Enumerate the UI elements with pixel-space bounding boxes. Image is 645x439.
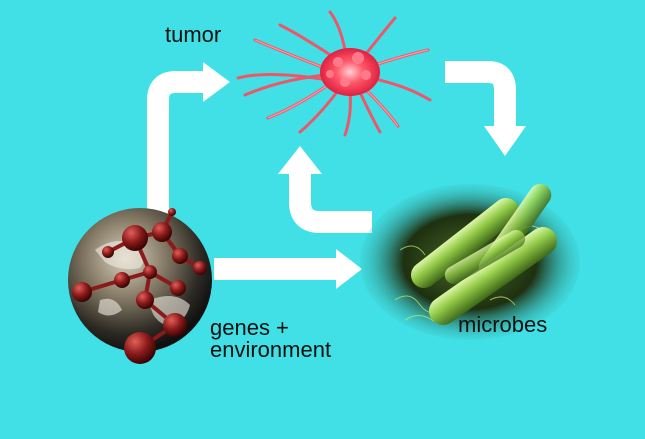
globe-with-molecules-icon (68, 208, 212, 364)
arrow-genes-to-microbes-head (336, 249, 362, 289)
tumor-cell-icon (236, 10, 432, 137)
arrows (147, 61, 526, 289)
arrow-microbes-to-tumor (289, 172, 372, 233)
tumor-label: tumor (165, 22, 222, 47)
bacteria-icon (360, 183, 580, 340)
environment-label: environment (210, 337, 332, 362)
arrow-genes-to-tumor (147, 71, 205, 215)
arrow-microbes-to-tumor-head (278, 146, 322, 174)
genes-label: genes + (210, 315, 289, 340)
microbes-label: microbes (458, 312, 548, 337)
arrow-tumor-to-microbes-head (484, 126, 526, 156)
arrow-genes-to-tumor-head (203, 62, 230, 102)
arrow-tumor-to-microbes (445, 61, 516, 128)
